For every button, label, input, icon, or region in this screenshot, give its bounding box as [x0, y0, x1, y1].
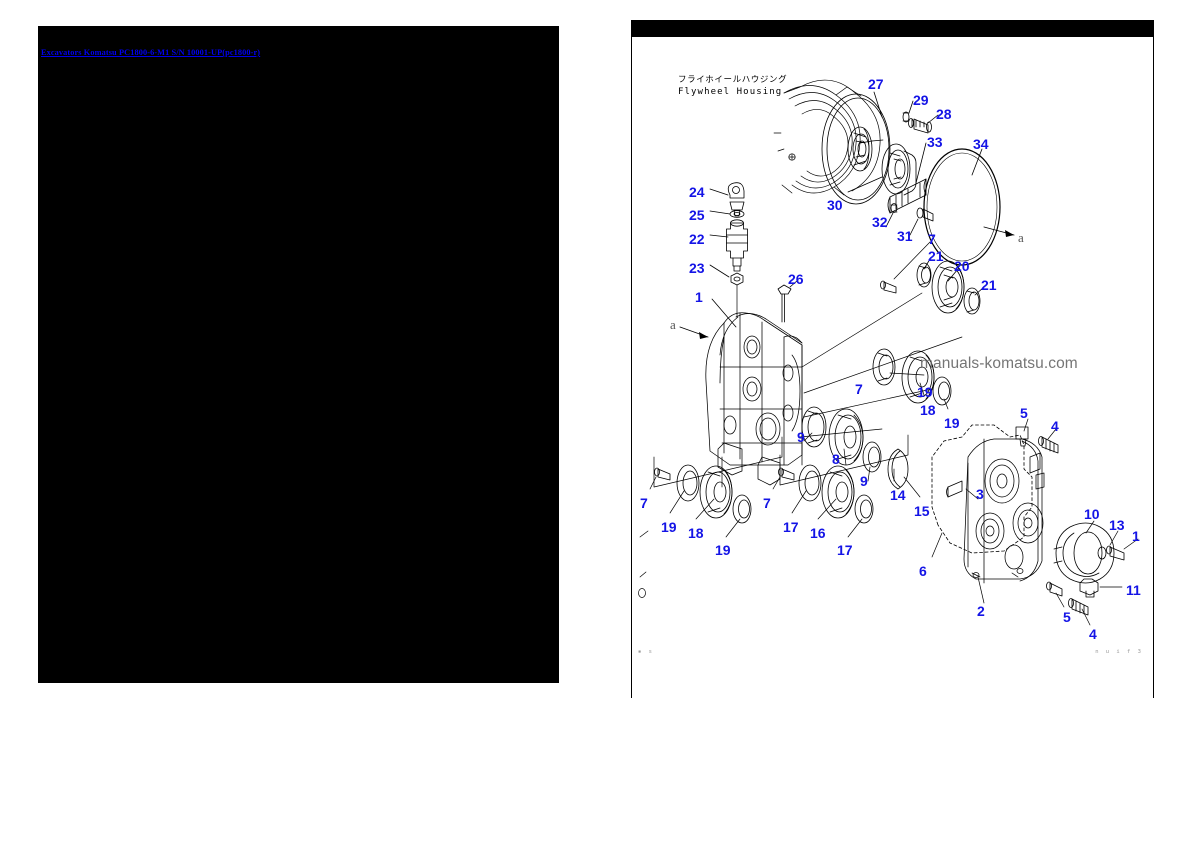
part-number-label: 19: [715, 542, 731, 558]
part-number-label: 24: [689, 184, 705, 200]
part-number-label: 9: [860, 473, 868, 489]
part-number-label: 34: [973, 136, 989, 152]
part-number-label: 19: [917, 384, 933, 400]
part-number-label: 4: [1051, 418, 1059, 434]
part-number-label: 22: [689, 231, 705, 247]
part-number-label: 2: [977, 603, 985, 619]
part-number-label: 19: [661, 519, 677, 535]
part-number-label: 25: [689, 207, 705, 223]
catalog-preview-panel: Excavators Komatsu PC1800-6-M1 S/N 10001…: [38, 26, 559, 683]
part-number-label: 32: [872, 214, 888, 230]
part-number-label: 20: [954, 258, 970, 274]
diagram-caption: フライホイールハウジング Flywheel Housing: [678, 74, 787, 99]
part-number-label: 7: [855, 381, 863, 397]
part-number-label: 13: [1109, 517, 1125, 533]
part-number-label: 33: [927, 134, 943, 150]
parts-diagram-page: フライホイールハウジング Flywheel Housing: [631, 20, 1154, 698]
part-number-label: 10: [1084, 506, 1100, 522]
part-number-label: 28: [936, 106, 952, 122]
part-number-label: 5: [1063, 609, 1071, 625]
watermark-text: manuals-komatsu.com: [920, 355, 1078, 372]
part-number-label: 8: [832, 451, 840, 467]
part-number-label: 7: [763, 495, 771, 511]
part-number-label: 7: [640, 495, 648, 511]
part-number-label: 19: [944, 415, 960, 431]
part-number-label: 18: [920, 402, 936, 418]
part-number-label: 1: [1132, 528, 1140, 544]
page-code-bottom-right: n u i f 3: [1095, 649, 1143, 655]
part-number-label: 11: [1126, 582, 1141, 598]
part-number-label: 17: [783, 519, 799, 535]
part-number-label: 15: [914, 503, 930, 519]
section-marker-a-left: a: [670, 317, 676, 332]
part-number-label: 29: [913, 92, 929, 108]
diagram-top-black-bar: [631, 20, 1154, 37]
part-number-label: 3: [976, 486, 984, 502]
part-number-label: 21: [928, 248, 944, 264]
section-marker-a-right: a: [1018, 230, 1024, 245]
part-number-label: 5: [1020, 405, 1028, 421]
part-number-label: 14: [890, 487, 906, 503]
part-number-label: 6: [919, 563, 927, 579]
page-code-bottom-left: ▪ s: [638, 649, 654, 655]
part-number-label: 4: [1089, 626, 1097, 642]
part-number-label: 18: [688, 525, 704, 541]
part-number-label: 1: [695, 289, 703, 305]
part-number-label: 17: [837, 542, 853, 558]
part-number-label: 31: [897, 228, 913, 244]
part-number-label: 21: [981, 277, 997, 293]
part-number-label: 16: [810, 525, 826, 541]
diagram-linework: [632, 37, 1153, 698]
part-number-label: 7: [928, 231, 936, 247]
diagram-caption-english: Flywheel Housing: [678, 87, 783, 98]
part-number-label: 30: [827, 197, 843, 213]
part-number-label: 27: [868, 76, 884, 92]
diagram-caption-japanese: フライホイールハウジング: [678, 75, 788, 85]
part-number-label: 23: [689, 260, 705, 276]
part-number-label: 26: [788, 271, 804, 287]
part-number-label: 9: [797, 429, 805, 445]
diagram-frame: フライホイールハウジング Flywheel Housing: [631, 37, 1154, 698]
catalog-title-link[interactable]: Excavators Komatsu PC1800-6-M1 S/N 10001…: [41, 48, 261, 57]
